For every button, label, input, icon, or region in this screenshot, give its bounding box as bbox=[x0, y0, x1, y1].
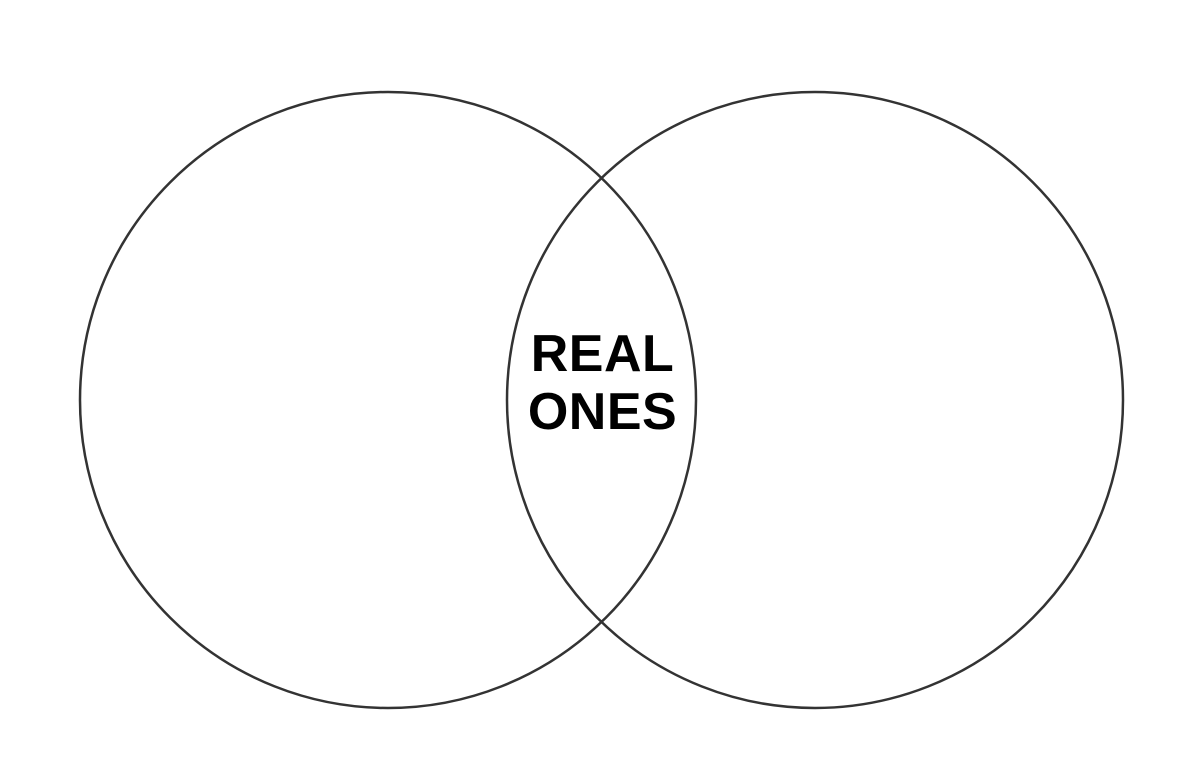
venn-circle-right bbox=[505, 90, 1125, 710]
venn-circle-left bbox=[78, 90, 698, 710]
intersection-label: REAL ONES bbox=[500, 325, 705, 441]
intersection-label-line-1: REAL bbox=[530, 325, 675, 383]
intersection-label-line-2: ONES bbox=[527, 383, 678, 441]
